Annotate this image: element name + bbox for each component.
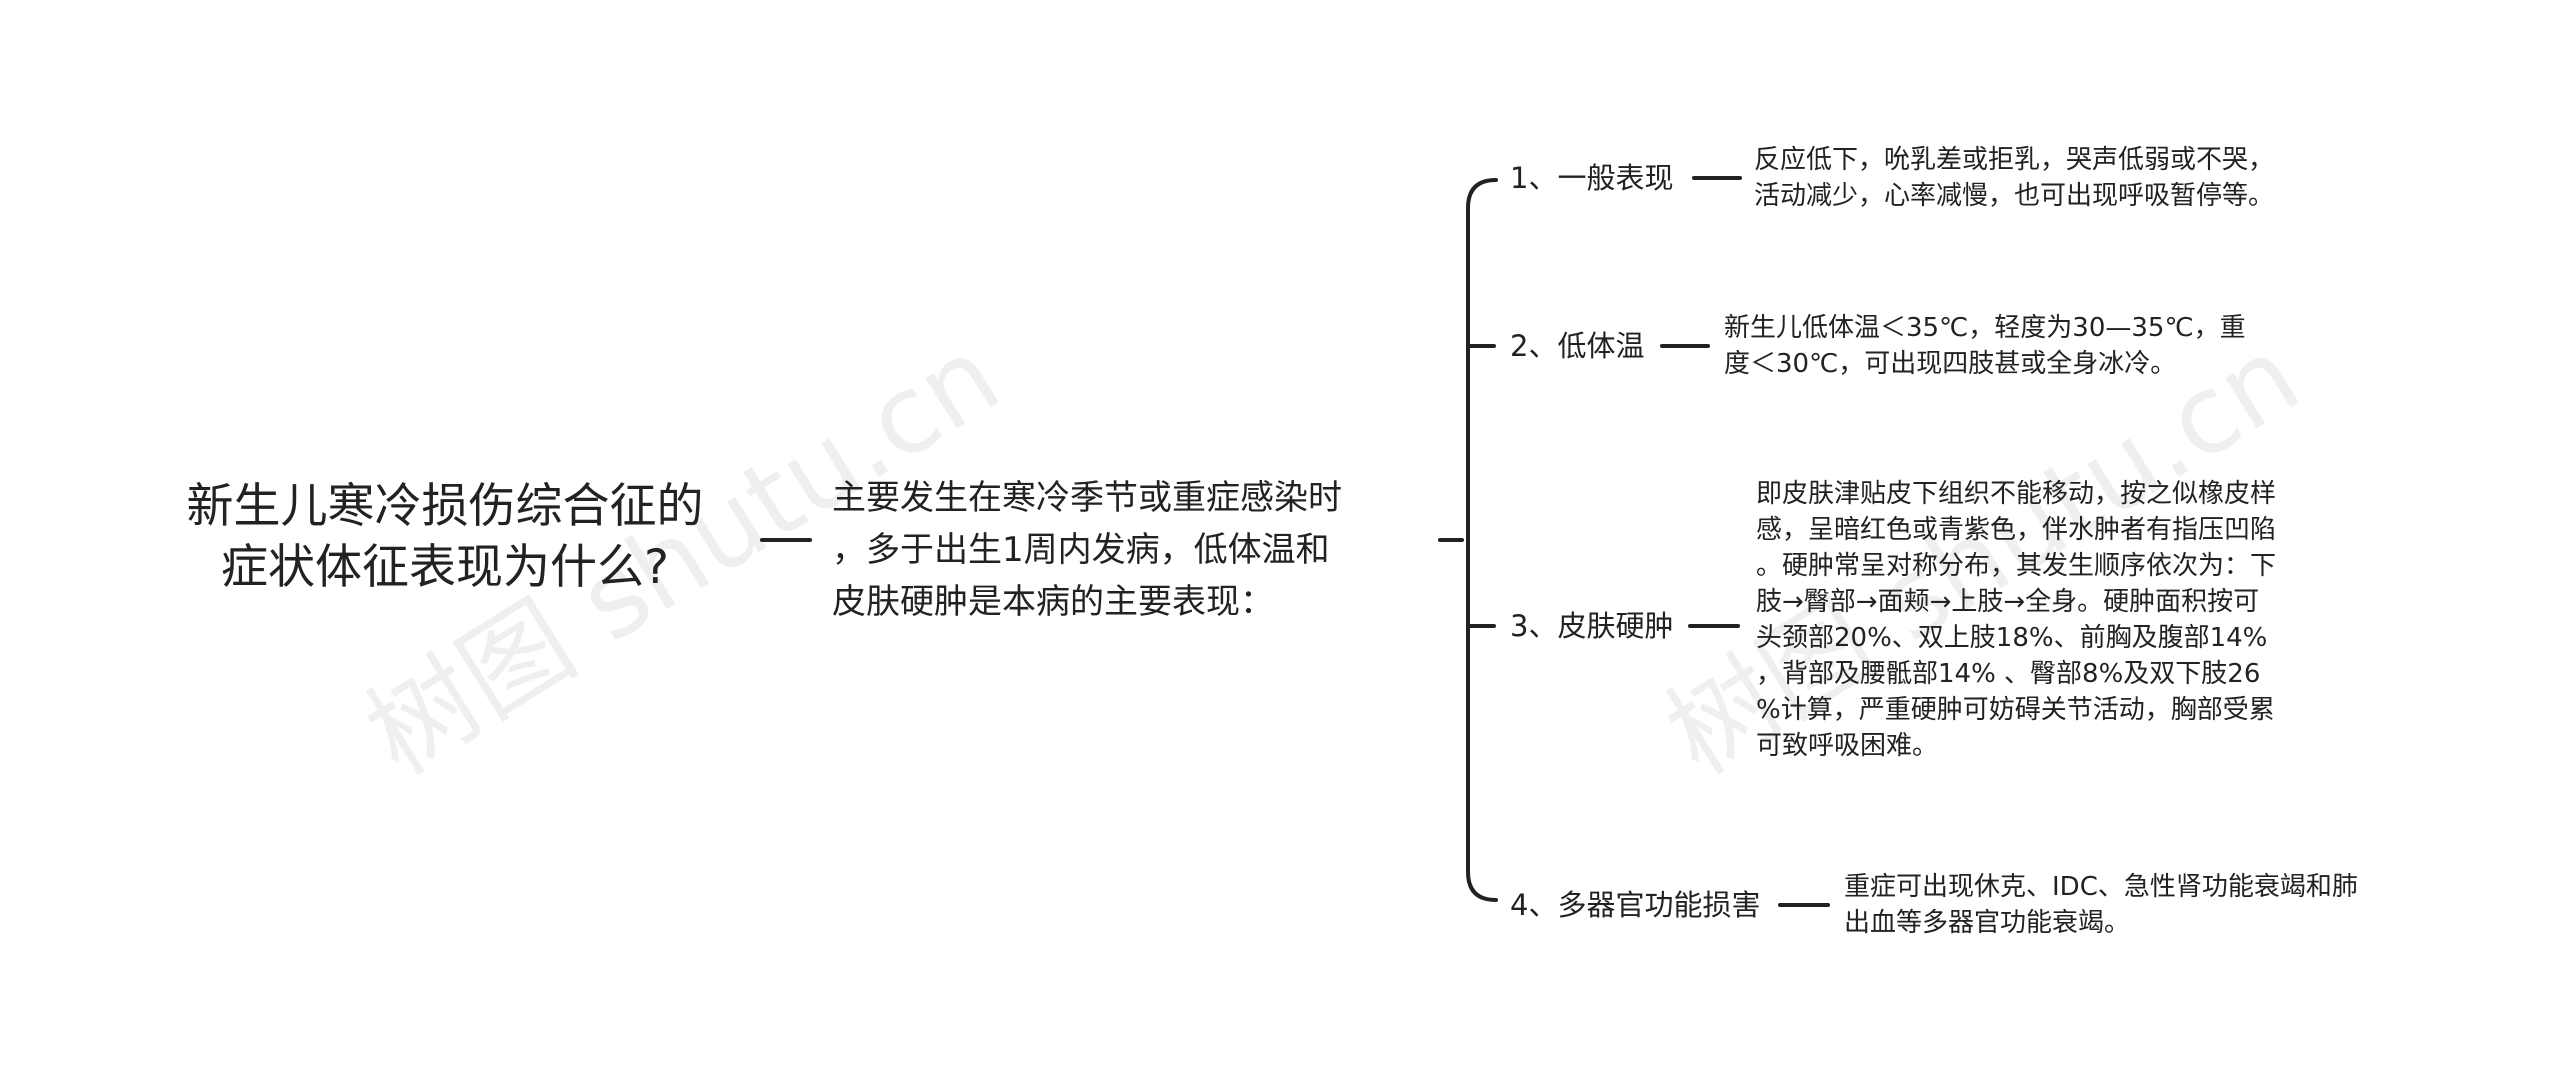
middle-topic[interactable]: 主要发生在寒冷季节或重症感染时 ，多于出生1周内发病，低体温和 皮肤硬肿是本病的… [832, 472, 1342, 628]
branch-2-detail-line-1: 新生儿低体温＜35℃，轻度为30—35℃，重 [1724, 313, 2246, 343]
root-topic[interactable]: 新生儿寒冷损伤综合征的 症状体征表现为什么? [150, 476, 740, 598]
bracket-spine [1466, 178, 1498, 902]
branch-2-detail[interactable]: 新生儿低体温＜35℃，轻度为30—35℃，重 度＜30℃，可出现四肢甚或全身冰冷… [1724, 310, 2246, 382]
branch-1-detail-line-1: 反应低下，吮乳差或拒乳，哭声低弱或不哭， [1754, 145, 2275, 175]
branch-3-detail-line-4: 肢→臀部→面颊→上肢→全身。硬肿面积按可 [1756, 587, 2260, 617]
branch-1-detail[interactable]: 反应低下，吮乳差或拒乳，哭声低弱或不哭， 活动减少，心率减慢，也可出现呼吸暂停等… [1754, 142, 2274, 214]
root-topic-line-2: 症状体征表现为什么? [221, 540, 669, 595]
branch-3-detail-line-5: 头颈部20%、双上肢18%、前胸及腹部14% [1756, 623, 2268, 653]
branch-3-detail-line-7: %计算，严重硬肿可妨碍关节活动，胸部受累 [1756, 695, 2275, 725]
branch-4-detail-line-2: 出血等多器官功能衰竭。 [1844, 908, 2131, 938]
branch-3-detail-line-3: 。硬肿常呈对称分布，其发生顺序依次为：下 [1756, 551, 2277, 581]
branch-topic-2[interactable]: 2、低体温 [1510, 329, 1645, 363]
branch-2-detail-line-2: 度＜30℃，可出现四肢甚或全身冰冷。 [1724, 349, 2177, 379]
branch-3-detail-line-1: 即皮肤津贴皮下组织不能移动，按之似橡皮样 [1756, 479, 2277, 509]
branch-4-detail[interactable]: 重症可出现休克、IDC、急性肾功能衰竭和肺 出血等多器官功能衰竭。 [1844, 869, 2358, 941]
middle-topic-line-3: 皮肤硬肿是本病的主要表现： [832, 582, 1274, 622]
middle-topic-line-1: 主要发生在寒冷季节或重症感染时 [832, 478, 1342, 518]
branch-3-detail-line-8: 可致呼吸困难。 [1756, 731, 1939, 761]
branch-3-detail-line-2: 感，呈暗红色或青紫色，伴水肿者有指压凹陷 [1756, 515, 2277, 545]
branch-topic-3[interactable]: 3、皮肤硬肿 [1510, 609, 1674, 643]
branch-3-detail[interactable]: 即皮肤津贴皮下组织不能移动，按之似橡皮样 感，呈暗红色或青紫色，伴水肿者有指压凹… [1756, 476, 2276, 764]
root-topic-line-1: 新生儿寒冷损伤综合征的 [186, 479, 704, 534]
middle-topic-line-2: ，多于出生1周内发病，低体温和 [832, 530, 1330, 570]
branch-4-detail-line-1: 重症可出现休克、IDC、急性肾功能衰竭和肺 [1844, 872, 2358, 902]
branch-3-detail-line-6: ，背部及腰骶部14% 、臀部8%及双下肢26 [1756, 659, 2261, 689]
branch-1-detail-line-2: 活动减少，心率减慢，也可出现呼吸暂停等。 [1754, 181, 2275, 211]
branch-topic-1[interactable]: 1、一般表现 [1510, 161, 1674, 195]
branch-topic-4[interactable]: 4、多器官功能损害 [1510, 888, 1761, 922]
